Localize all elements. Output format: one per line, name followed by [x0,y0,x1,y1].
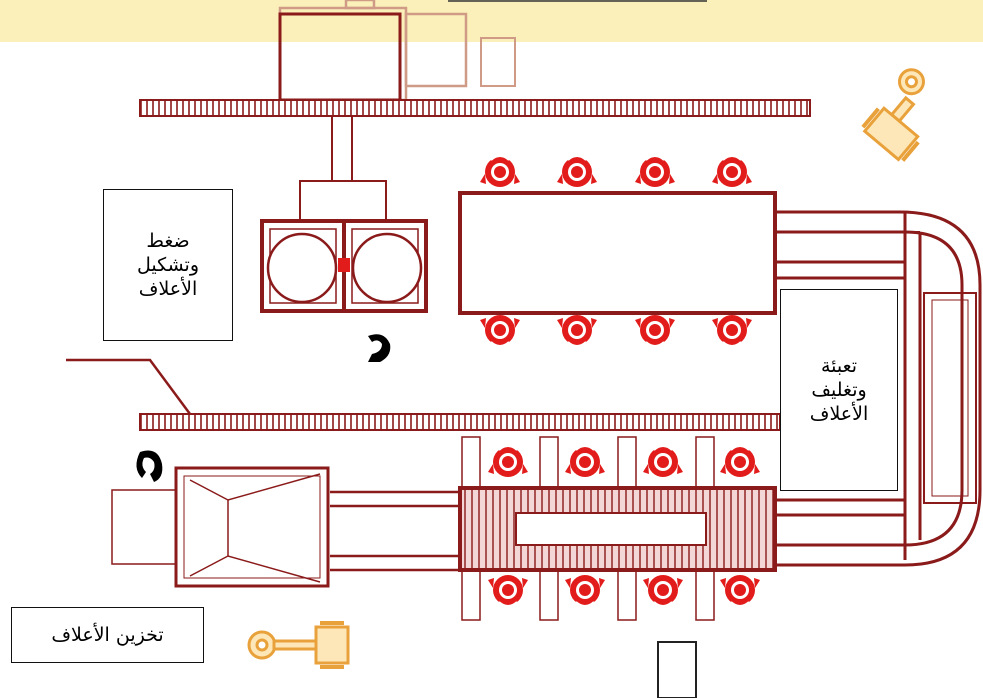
worker-icon [136,450,163,482]
lower-station-dividers [461,436,715,621]
pressing-machine [260,219,428,313]
forklift-icon [861,68,925,162]
storage-hopper [111,466,330,588]
middle-conveyor [139,413,781,431]
top-banner [0,0,983,42]
forklift-icon [247,621,350,669]
mouse-icon [368,334,391,362]
pressing-label: ضغط وتشكيل الأعلاف [103,189,233,341]
bottom-conveyor [330,490,460,572]
feed-line [66,358,192,415]
storage-label: تخزين الأعلاف [11,607,204,663]
right-loop-conveyor [775,210,982,567]
lower-roller-table [458,486,777,572]
bottom-small-box [657,641,697,698]
packaging-label: تعبئة وتغليف الأعلاف [780,289,898,491]
upper-work-table [458,191,777,315]
top-conveyor [139,99,811,117]
